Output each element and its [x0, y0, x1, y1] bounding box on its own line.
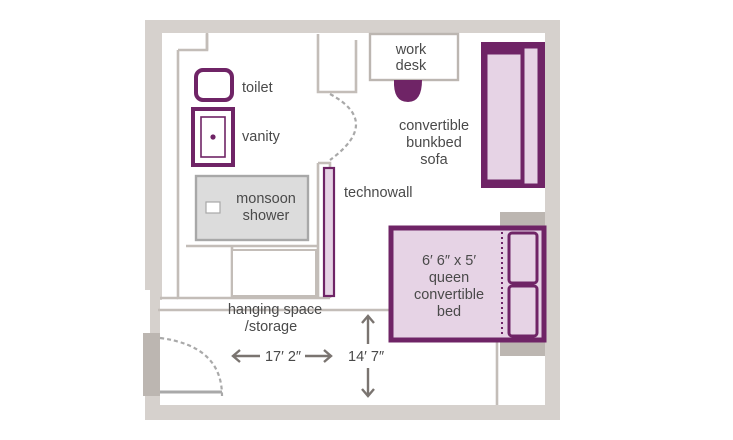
shower-label-line-2: shower [243, 208, 290, 224]
sofa-back [523, 47, 539, 185]
width-arrowhead-left-icon [231, 349, 241, 363]
partition-bath-top [205, 33, 358, 94]
dimension-arrows [231, 314, 375, 398]
technowall-label: technowall [344, 185, 413, 201]
technowall [322, 166, 336, 298]
sofa-label-line-3: sofa [420, 152, 448, 168]
storage-label-line-2: /storage [245, 319, 297, 335]
width-arrowhead-right-icon [323, 349, 333, 363]
storage-label-line-1: hanging space [228, 302, 322, 318]
width-dimension-label: 17′ 2″ [265, 349, 301, 365]
toilet-icon [194, 68, 234, 102]
work-desk-label-line-1: work [395, 42, 427, 58]
work-desk-label-line-2: desk [396, 58, 427, 74]
sofa-label-line-2: bunkbed [406, 135, 462, 151]
shower-label-line-1: monsoon [236, 191, 296, 207]
toilet-label: toilet [242, 80, 273, 96]
bed-label-line-2: queen [429, 270, 469, 286]
vanity-drain-icon [210, 134, 216, 140]
convertible-sofa [481, 42, 545, 188]
bed-label-line-1: 6′ 6″ x 5′ [422, 253, 476, 269]
depth-arrowhead-top-icon [361, 314, 375, 324]
bed-label-line-3: convertible [414, 287, 484, 303]
depth-dimension-label: 14′ 7″ [348, 349, 384, 365]
sofa-seat [486, 53, 522, 181]
bed-label-line-4: bed [437, 304, 461, 320]
vanity-label: vanity [242, 129, 281, 145]
vanity-basin [200, 116, 226, 158]
hanging-storage [231, 249, 317, 297]
doors [159, 93, 357, 397]
wall-pillar-left [143, 333, 160, 396]
sofa-label-line-1: convertible [399, 118, 469, 134]
bed-pillow-bottom [507, 284, 539, 338]
entry-door-arc-icon [159, 336, 224, 397]
wall-pillar-right-top [500, 212, 545, 228]
queen-bed [388, 225, 547, 343]
bed-pillow-top [507, 231, 539, 285]
monsoon-shower [194, 174, 310, 242]
desk-chair-icon [393, 80, 422, 102]
shower-head-icon [205, 201, 221, 214]
depth-arrowhead-bottom-icon [361, 388, 375, 398]
